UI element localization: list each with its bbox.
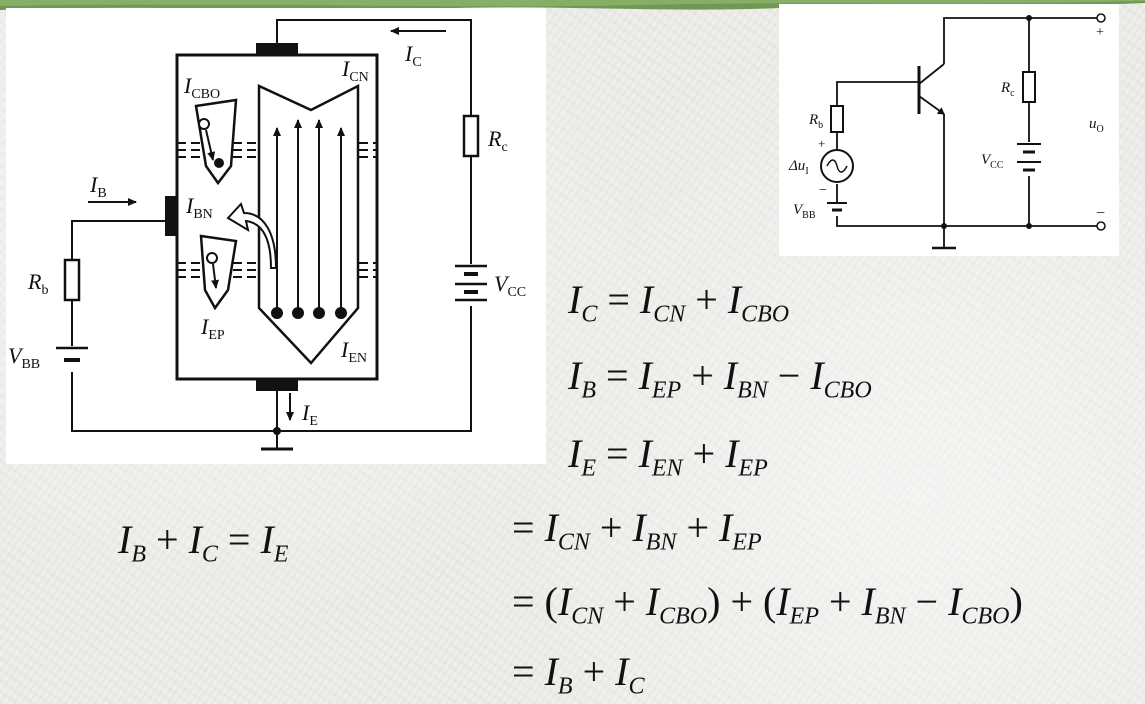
decorative-top-band <box>0 0 1145 11</box>
equation-kcl: IB + IC = IE <box>118 517 289 568</box>
ibn-recombination-arrow <box>226 202 278 269</box>
rc-resistor <box>462 114 480 158</box>
equation-ic: IC = ICN + ICBO <box>568 277 790 328</box>
label-rc: Rc <box>487 126 508 155</box>
label-uo-small: uO <box>1089 116 1104 135</box>
label-vbb-small: VBB <box>793 202 816 221</box>
label-vcc-small: VCC <box>981 152 1004 171</box>
label-source-minus: − <box>819 183 827 198</box>
equation-ib: IB = IEP + IBN − ICBO <box>568 353 872 404</box>
label-ien: IEN <box>340 337 367 366</box>
label-ibn: IBN <box>185 193 213 222</box>
circuit-wiring <box>836 17 1097 250</box>
label-icn: ICN <box>341 56 369 85</box>
vcc-battery <box>455 264 487 302</box>
label-iep: IEP <box>200 314 225 343</box>
label-vcc: VCC <box>494 271 526 300</box>
common-emitter-circuit-panel: Rb Rc ΔuI VCC VBB uO + − + − <box>779 4 1119 256</box>
output-terminal-minus <box>1096 221 1106 231</box>
rb-resistor-small <box>830 105 844 133</box>
vbb-battery <box>56 346 88 362</box>
iep-arrow <box>199 234 238 311</box>
equation-ie-step2: = (ICN + ICBO) + (IEP + IBN − ICBO) <box>512 579 1023 630</box>
icbo-arrow <box>194 98 238 186</box>
rc-resistor-small <box>1022 71 1036 103</box>
rb-resistor <box>63 258 81 302</box>
label-vbb: VBB <box>8 343 40 372</box>
bjt-current-diagram-panel: IC ICN ICBO IB IBN IEP IEN IE Rc Rb VCC … <box>6 8 546 464</box>
output-terminal-plus <box>1096 13 1106 23</box>
label-rc-small: Rc <box>1000 80 1015 99</box>
label-output-plus: + <box>1096 25 1104 40</box>
label-ic: IC <box>404 41 422 70</box>
bjt-current-diagram: IC ICN ICBO IB IBN IEP IEN IE Rc Rb VCC … <box>8 19 526 451</box>
equation-ie-step1: = ICN + IBN + IEP <box>512 505 762 556</box>
equation-ie-step3: = IB + IC <box>512 649 645 700</box>
label-source-plus: + <box>818 136 825 151</box>
label-rb-small: Rb <box>808 112 823 131</box>
label-rb: Rb <box>27 269 48 298</box>
vbb-battery-small <box>827 202 847 212</box>
label-ib: IB <box>89 172 107 201</box>
collector-terminal <box>256 43 298 55</box>
vcc-battery-small <box>1017 143 1041 172</box>
electron-flow-lines <box>271 119 347 319</box>
electron-flow-arrow <box>257 83 360 365</box>
external-wiring <box>71 19 472 451</box>
label-ie: IE <box>301 400 318 429</box>
label-du-small: ΔuI <box>788 158 809 177</box>
equation-ie: IE = IEN + IEP <box>568 431 768 482</box>
base-terminal <box>165 196 177 236</box>
label-icbo: ICBO <box>183 73 220 102</box>
ground-junction <box>273 427 281 435</box>
common-emitter-circuit: Rb Rc ΔuI VCC VBB uO + − + − <box>788 13 1106 250</box>
emitter-terminal <box>256 379 298 391</box>
label-output-minus: − <box>1096 205 1105 222</box>
